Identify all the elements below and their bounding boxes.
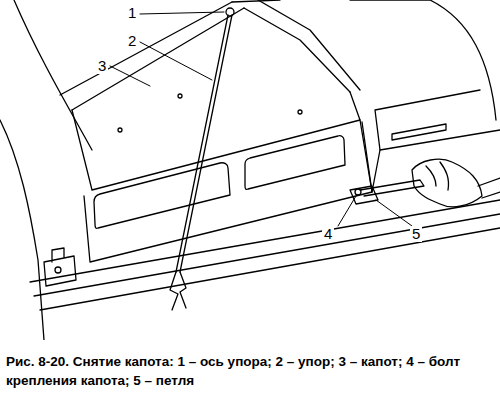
- hood-panel: [360, 120, 500, 192]
- hood-edge-right: [350, 0, 496, 120]
- hood-panel: [72, 92, 360, 190]
- leader-line: [338, 196, 356, 226]
- hand-fingers: [426, 162, 449, 190]
- hinge-bolt: [55, 267, 61, 273]
- leader-line: [376, 200, 412, 226]
- strut-axis: [226, 8, 234, 16]
- hand: [412, 159, 482, 207]
- callout-number: 5: [410, 226, 422, 242]
- hood-panel: [375, 90, 480, 150]
- strut-hook: [170, 272, 186, 310]
- hood-brace: [258, 0, 360, 90]
- figure-caption: Рис. 8-20. Снятие капота: 1 – ось упора;…: [6, 352, 494, 390]
- leader-line: [140, 42, 212, 80]
- hood-brace: [60, 2, 232, 95]
- left-hinge: [44, 248, 76, 286]
- callout-number: 3: [96, 58, 108, 74]
- hood-brace: [232, 0, 350, 92]
- leader-line: [110, 66, 150, 86]
- strut: [176, 15, 232, 272]
- cowl: [40, 228, 500, 310]
- panel-opening: [245, 136, 345, 190]
- panel-opening: [94, 163, 230, 229]
- hood-illustration: [0, 0, 500, 340]
- cowl: [34, 214, 500, 296]
- sleeve: [478, 178, 500, 198]
- hood-edge-left: [14, 0, 92, 150]
- hole: [298, 110, 302, 114]
- callout-number: 1: [126, 5, 138, 21]
- fender-line: [0, 120, 44, 340]
- leader-line: [140, 12, 224, 14]
- hood-brace: [72, 8, 244, 110]
- hood-panel: [84, 122, 372, 262]
- callout-number: 2: [126, 33, 138, 49]
- hole: [178, 94, 182, 98]
- hole: [118, 128, 122, 132]
- panel-slot: [392, 124, 446, 140]
- callout-number: 4: [322, 226, 334, 242]
- wrench: [360, 180, 424, 196]
